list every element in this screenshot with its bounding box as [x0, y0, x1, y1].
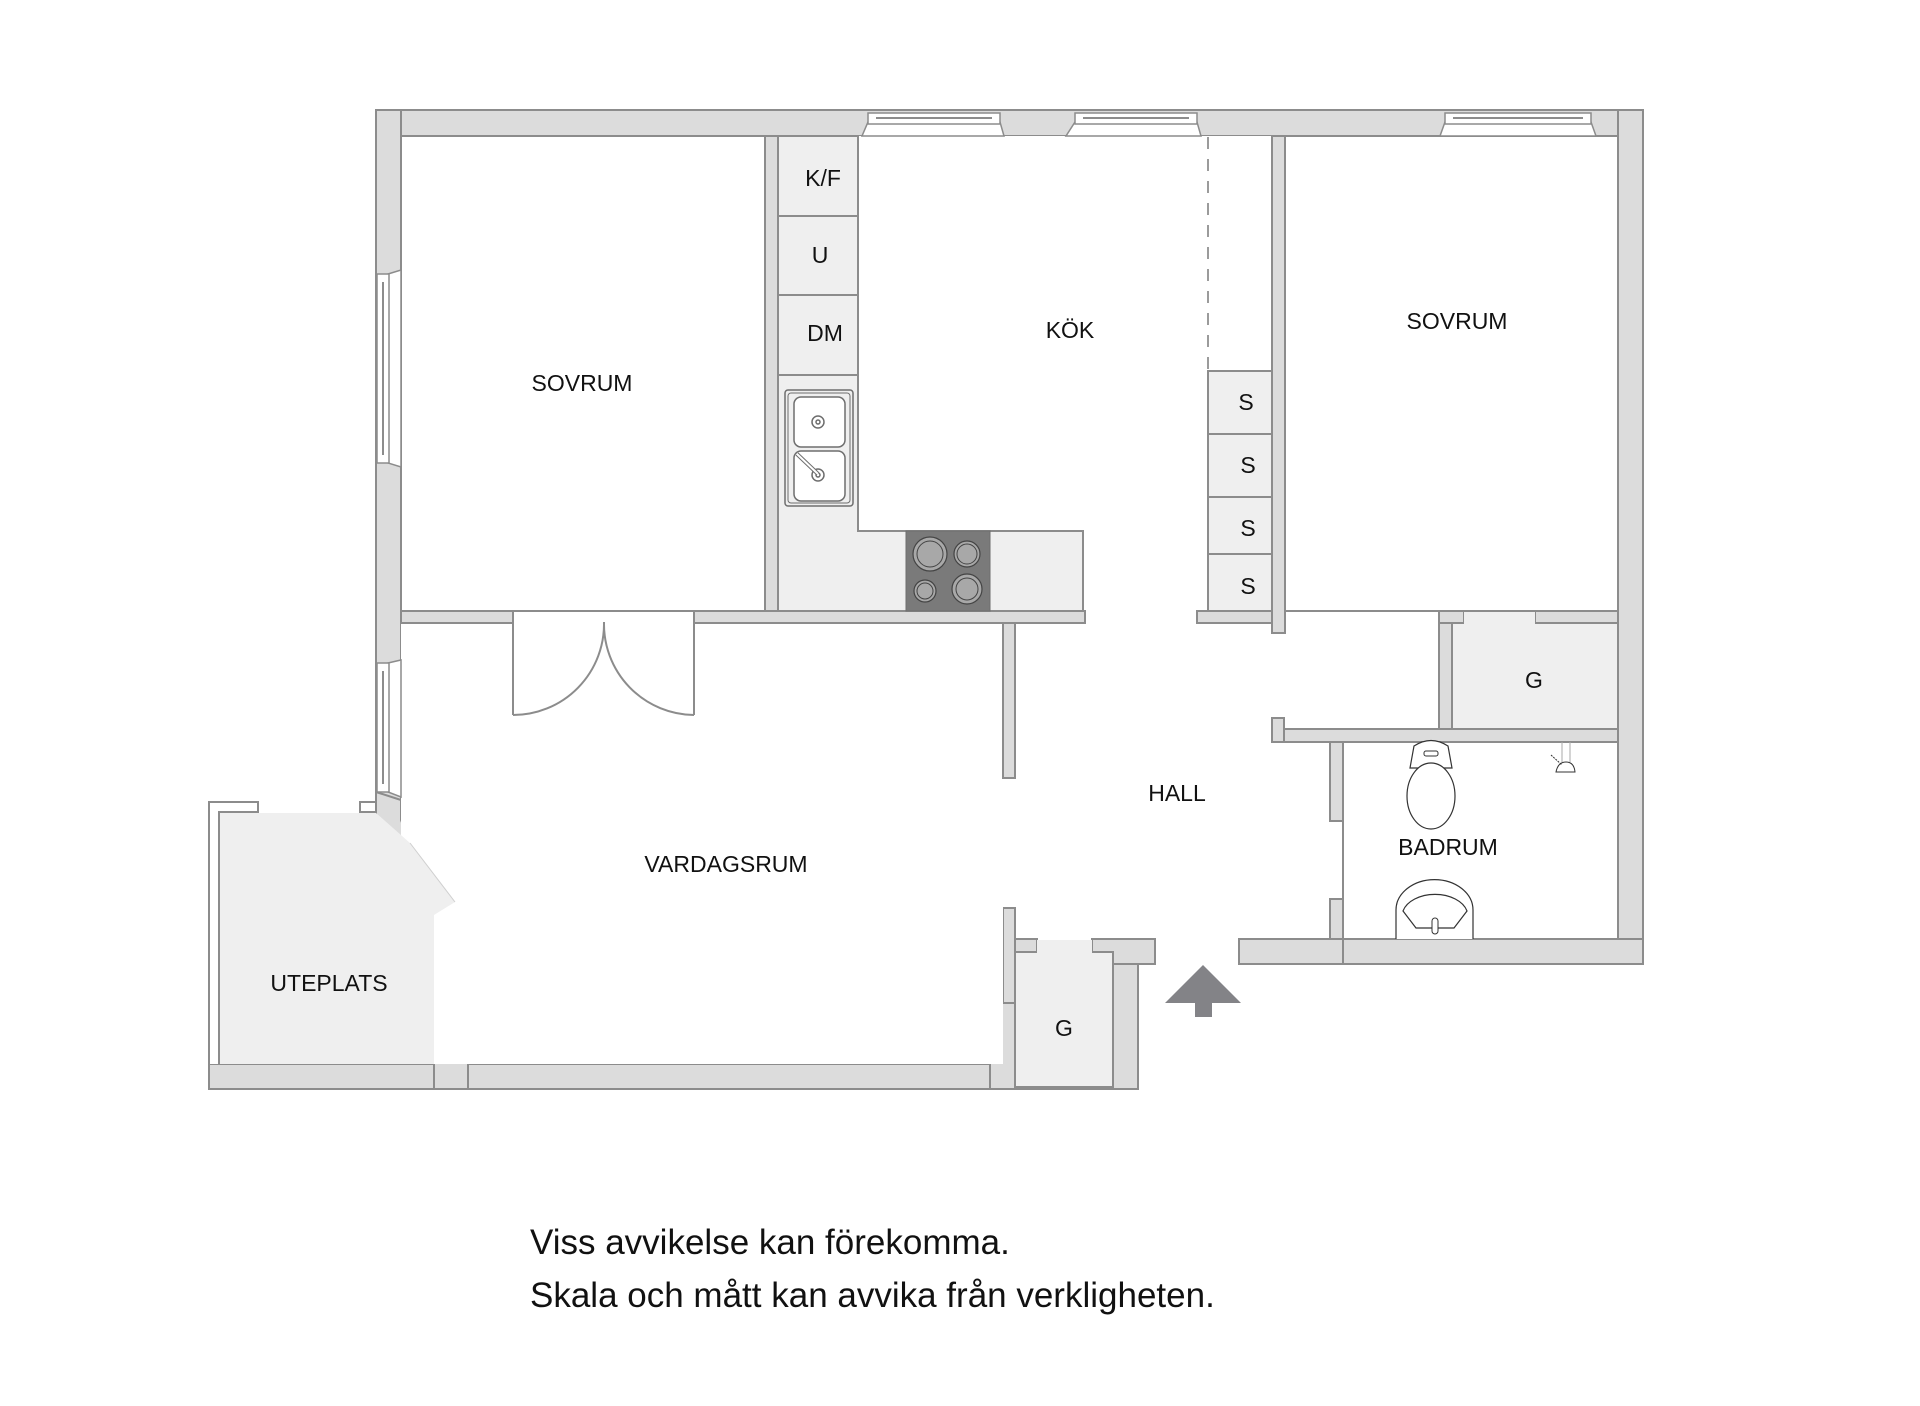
- appliance-label-kf: K/F: [805, 165, 841, 191]
- room-label-sovrum-right: SOVRUM: [1407, 308, 1508, 334]
- wash-basin-icon: [1395, 879, 1474, 939]
- wardrobe-label-3: S: [1240, 515, 1255, 541]
- window-kitchen-1: [860, 112, 1005, 137]
- closet-hall: [1014, 951, 1114, 1088]
- room-label-uteplats: UTEPLATS: [270, 970, 387, 996]
- wardrobe-label-2: S: [1240, 452, 1255, 478]
- kitchen-fixtures: [777, 135, 1209, 612]
- wardrobe: [1207, 370, 1273, 612]
- sovrum-right-floor: [1284, 135, 1619, 612]
- wardrobe-label-1: S: [1238, 389, 1253, 415]
- uteplats: [208, 801, 456, 1064]
- vardagsrum-floor: [401, 623, 1003, 1064]
- window-bedroom-left: [376, 268, 402, 469]
- closet-bedroom: [1451, 622, 1619, 730]
- room-labels: SOVRUM KÖK SOVRUM VARDAGSRUM HALL BADRUM…: [270, 165, 1543, 1041]
- room-label-sovrum-left: SOVRUM: [532, 370, 633, 396]
- room-floors: [400, 135, 1619, 1064]
- window-kitchen-2: [1064, 112, 1202, 137]
- fridge-freezer-unit: [777, 135, 859, 217]
- room-label-kok: KÖK: [1046, 317, 1095, 343]
- badrum-floor: [1342, 741, 1619, 940]
- closet-label-hall: G: [1055, 1015, 1073, 1041]
- appliance-label-dm: DM: [807, 320, 843, 346]
- appliance-label-u: U: [812, 242, 829, 268]
- toilet-icon: [1406, 739, 1456, 830]
- shower-icon: [1550, 742, 1576, 773]
- disclaimer-line-1: Viss avvikelse kan förekomma.: [530, 1223, 1010, 1262]
- wardrobe-label-4: S: [1240, 573, 1255, 599]
- windows: [376, 112, 1598, 799]
- closet-bedroom-opening: [1464, 612, 1535, 624]
- room-label-vardagsrum: VARDAGSRUM: [644, 851, 807, 877]
- room-label-badrum: BADRUM: [1398, 834, 1498, 860]
- disclaimer: Viss avvikelse kan förekomma. Skala och …: [530, 1216, 1215, 1322]
- kok-floor: [858, 136, 1272, 531]
- closet-hall-opening: [1037, 940, 1092, 953]
- entrance-arrow-icon: [1165, 965, 1241, 1017]
- stove-icon: [905, 530, 991, 612]
- closet-label-bedroom: G: [1525, 667, 1543, 693]
- sovrum-left-floor: [400, 135, 766, 612]
- double-sink-icon: [784, 389, 854, 507]
- double-door: [512, 621, 695, 716]
- dishwasher-unit: [777, 294, 859, 376]
- window-living-room: [376, 659, 402, 799]
- window-bedroom-right: [1438, 112, 1598, 137]
- room-label-hall: HALL: [1148, 780, 1206, 806]
- disclaimer-line-2: Skala och mått kan avvika från verklighe…: [530, 1276, 1215, 1315]
- interior-walls: [400, 135, 1619, 965]
